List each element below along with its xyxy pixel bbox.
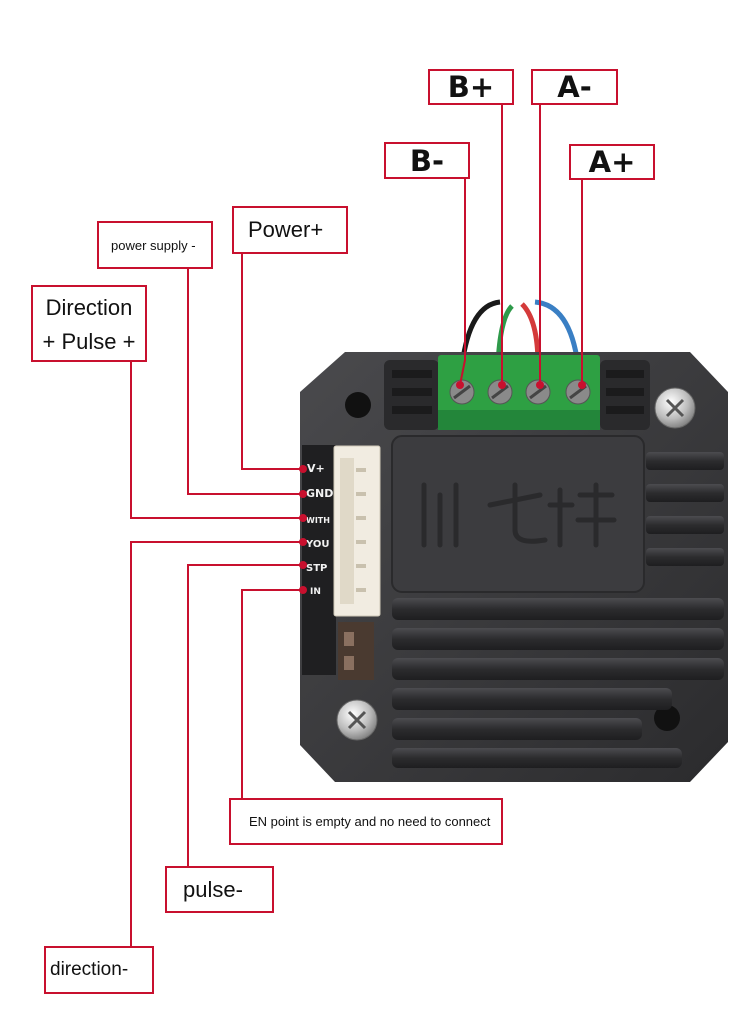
pcb-strip: [302, 445, 336, 675]
leader-dots: [299, 381, 586, 594]
label-a-minus: A-: [531, 69, 618, 105]
pin-label-with: WITH: [306, 516, 330, 525]
leader-power-supply-minus: [187, 268, 300, 495]
label-b-minus: B-: [384, 142, 470, 179]
signal-connector: [333, 445, 381, 617]
leader-b-minus: [459, 178, 466, 386]
mount-hole-bottom-right: [654, 705, 680, 731]
leader-direction-minus: [130, 541, 300, 947]
label-b-plus: B+: [428, 69, 514, 105]
leader-en: [241, 589, 300, 798]
pin-label-v-plus: V+: [307, 462, 325, 475]
label-pulse-minus: pulse-: [165, 866, 274, 913]
terminal-block: [438, 355, 600, 430]
label-direction-minus: direction-: [44, 946, 154, 994]
label-pulse-plus: + Pulse +: [42, 329, 136, 354]
label-a-plus: A+: [569, 144, 655, 180]
pin-label-you: YOU: [305, 539, 330, 550]
label-direction-pulse-plus: Direction + Pulse +: [31, 285, 147, 362]
screw-icon: [336, 699, 378, 741]
screw-icon: [654, 387, 696, 429]
label-direction: Direction: [45, 295, 133, 320]
dip-switch: [338, 622, 374, 680]
logo-icon: [421, 482, 617, 548]
label-power-supply-minus: power supply -: [97, 221, 213, 269]
leader-pulse-plus: [130, 361, 300, 519]
driver-body: [300, 352, 728, 782]
leader-power-plus: [241, 253, 300, 470]
right-fins: [646, 452, 724, 566]
label-en-note: EN point is empty and no need to connect: [229, 798, 503, 845]
bottom-fins: [392, 598, 724, 768]
pin-label-stp: STP: [306, 563, 327, 574]
mount-hole-top-left: [345, 392, 371, 418]
pin-label-gnd: GND: [306, 487, 333, 500]
label-power-plus: Power+: [232, 206, 348, 254]
pin-label-in: IN: [310, 587, 321, 597]
leader-pulse-minus: [187, 564, 300, 866]
leader-lines: [130, 104, 583, 947]
pin-labels: V+ GND WITH YOU STP IN: [305, 462, 333, 597]
